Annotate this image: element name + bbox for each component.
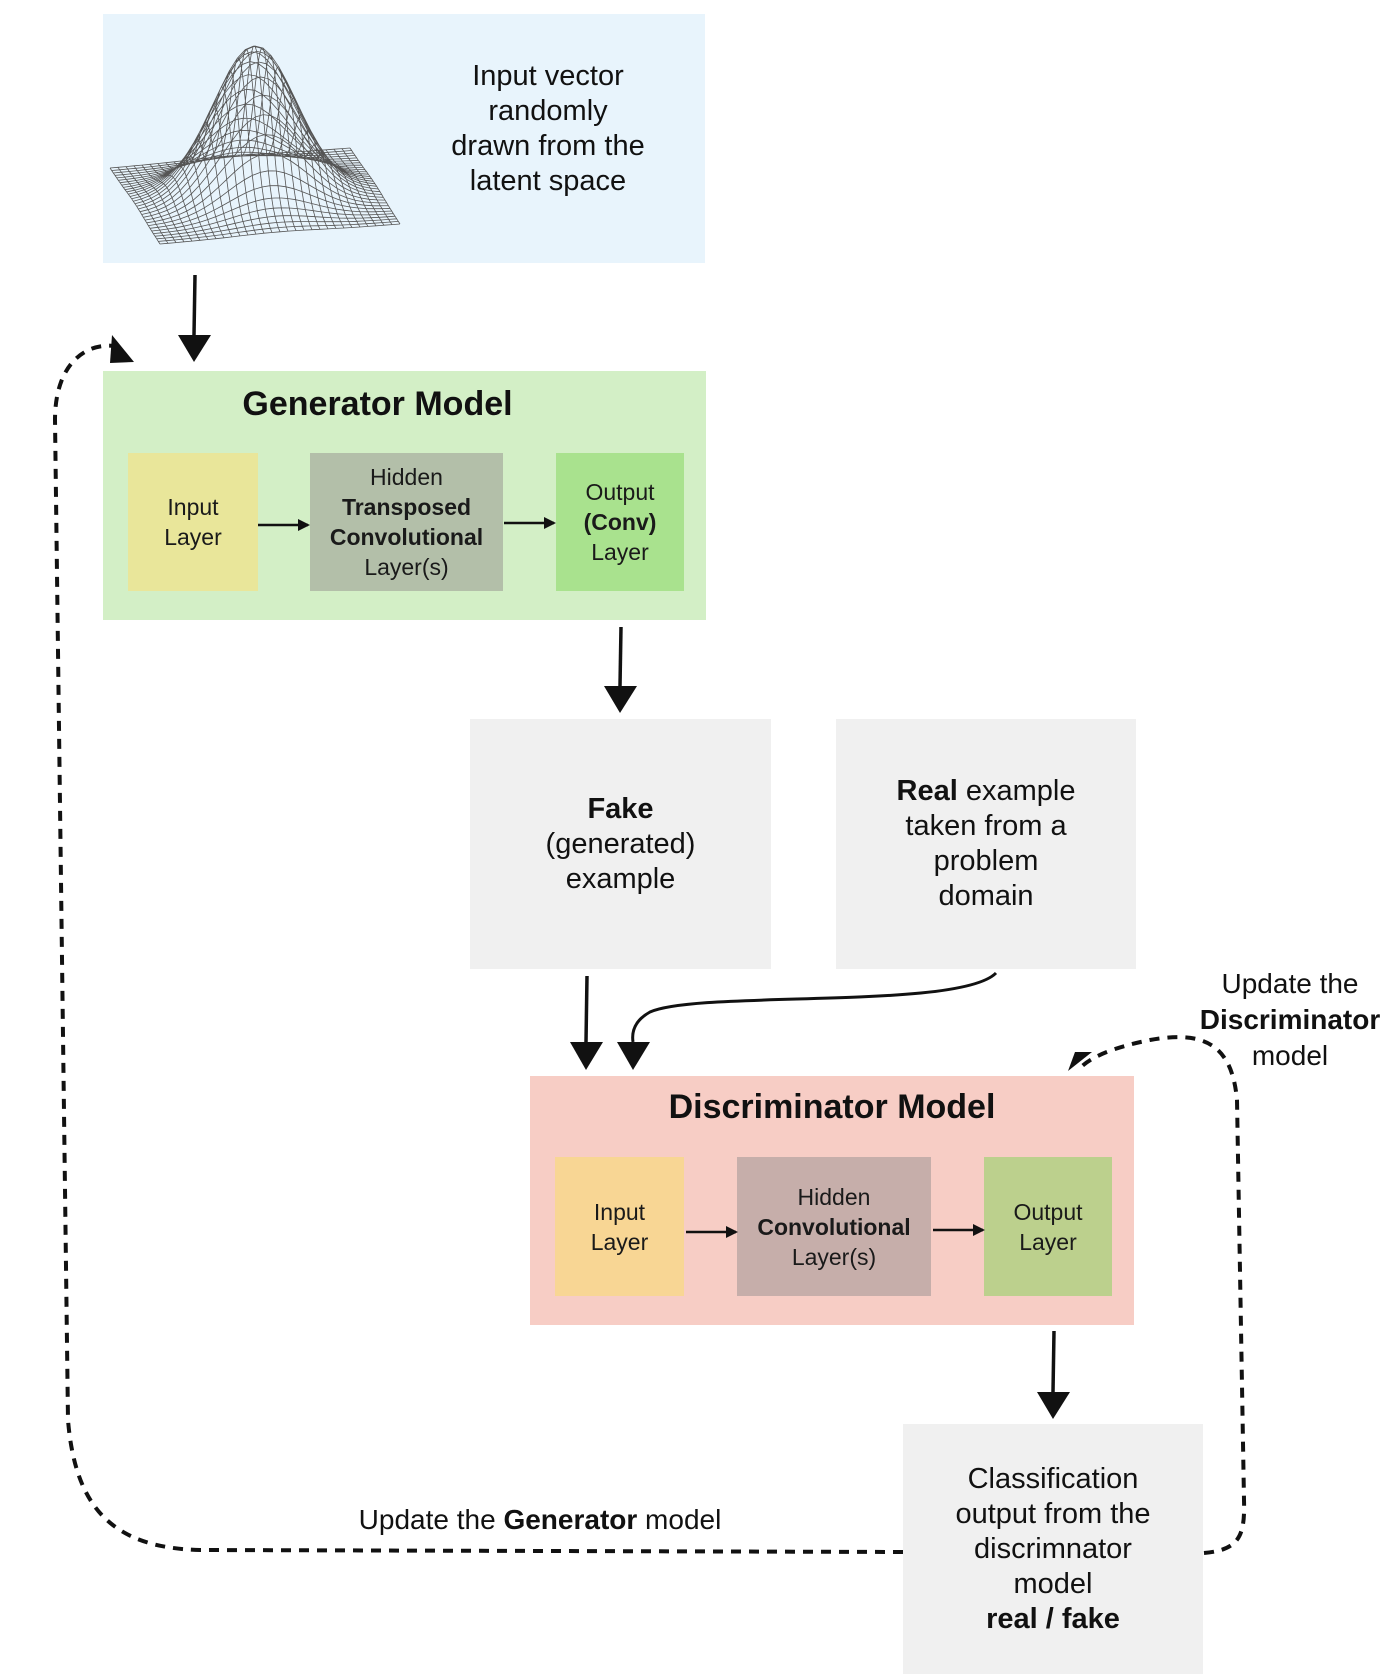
layer-label: Layer(s) (791, 1243, 877, 1270)
latent-label-line: Input vector (472, 60, 624, 92)
discriminator-hidden-layer: Hidden Convolutional Layer(s) (737, 1157, 931, 1296)
layer-label: Input (167, 494, 219, 520)
fake-example-label: (generated) (545, 827, 696, 860)
arrow-latent-to-generator (178, 274, 211, 362)
layer-label: Transposed (341, 494, 472, 520)
layer-label: Convolutional (757, 1213, 911, 1240)
latent-space-label: Input vector randomly drawn from the lat… (423, 54, 673, 204)
layer-label: Input (593, 1198, 646, 1225)
generator-model-box: Generator Model Input Layer Hidden Trans… (103, 371, 706, 620)
arrow-generator-to-fake (604, 626, 637, 713)
real-example-text: example (957, 775, 1076, 807)
generator-hidden-layer: Hidden Transposed Convolutional Layer(s) (310, 453, 503, 591)
discriminator-output-layer: Output Layer (984, 1157, 1112, 1296)
real-example-box: Real example taken from a problem domain (836, 719, 1136, 969)
real-example-label: problem (933, 845, 1039, 877)
update-generator-label: Update the Generator model (290, 1502, 790, 1538)
discriminator-input-layer: Input Layer (555, 1157, 684, 1296)
latent-label-line: drawn from the (451, 130, 645, 162)
discriminator-title: Discriminator Model (668, 1088, 996, 1126)
arrow-discriminator-to-classification (1037, 1330, 1070, 1419)
update-discriminator-label: Update the Discriminator model (1180, 966, 1400, 1074)
layer-label: Hidden (797, 1183, 871, 1210)
real-example-label: Real example (897, 774, 1076, 809)
layer-label: Layer(s) (364, 554, 449, 580)
fake-example-box: Fake (generated) example (470, 719, 771, 969)
generator-input-layer: Input Layer (128, 453, 258, 591)
arrow-fake-to-discriminator (570, 975, 603, 1070)
generator-output-layer: Output (Conv) Layer (556, 453, 684, 591)
layer-label: Layer (591, 539, 649, 565)
layer-label: Hidden (370, 464, 443, 490)
real-example-label: taken from a (905, 810, 1067, 842)
update-discriminator-text: Update the (1221, 968, 1359, 999)
arrow-real-to-discriminator (617, 971, 998, 1070)
update-generator-bold: Generator (503, 1504, 638, 1535)
layer-label: Convolutional (329, 524, 484, 550)
generator-title: Generator Model (242, 385, 513, 423)
latent-space-box: Input vector randomly drawn from the lat… (103, 14, 705, 263)
fake-example-label: example (565, 862, 676, 895)
layer-label: Layer (1019, 1228, 1077, 1255)
fake-example-label: Fake (587, 792, 654, 825)
layer-label: (Conv) (583, 509, 657, 535)
update-discriminator-bold: Discriminator (1199, 1004, 1381, 1035)
classification-result: real / fake (986, 1602, 1120, 1635)
layer-label: Output (585, 479, 655, 505)
classification-label: model (1013, 1567, 1093, 1600)
classification-label: Classification (967, 1462, 1139, 1495)
update-generator-text: model (637, 1504, 722, 1535)
classification-output-box: Classification output from the discrimna… (903, 1424, 1203, 1674)
real-example-label: domain (938, 880, 1034, 912)
update-discriminator-text: model (1251, 1040, 1329, 1071)
latent-label-line: latent space (469, 165, 627, 197)
classification-label: output from the (955, 1497, 1151, 1530)
discriminator-model-box: Discriminator Model Input Layer Hidden C… (530, 1076, 1134, 1325)
gaussian-mesh (109, 45, 401, 245)
update-generator-text: Update the (358, 1504, 504, 1535)
gaussian-surface-icon (109, 45, 401, 245)
latent-label-line: randomly (488, 95, 608, 127)
layer-label: Layer (590, 1228, 649, 1255)
classification-label: discrimnator (974, 1532, 1132, 1565)
layer-label: Layer (164, 524, 222, 550)
real-example-bold: Real (896, 775, 958, 807)
layer-label: Output (1013, 1198, 1083, 1225)
